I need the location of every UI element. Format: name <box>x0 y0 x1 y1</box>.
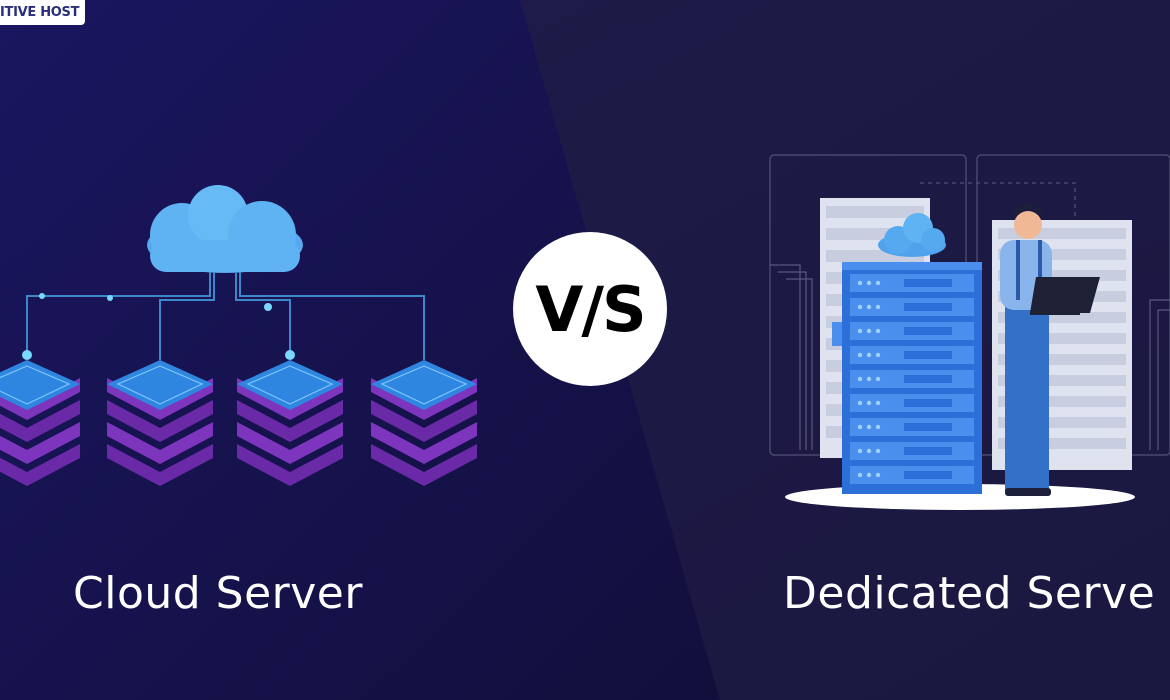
technician-figure <box>1000 204 1100 496</box>
server-stack-icon <box>107 360 213 486</box>
brand-logo[interactable]: ITIVE HOST <box>0 0 86 25</box>
server-stack-icon <box>237 360 343 486</box>
network-nodes <box>22 293 295 360</box>
server-rack-icon <box>769 154 1170 510</box>
server-stack-icon <box>0 360 80 486</box>
vs-badge: V/S <box>513 232 667 386</box>
cloud-icon <box>147 185 303 273</box>
side-lines <box>770 264 1170 450</box>
cloud-network-icon <box>0 185 477 486</box>
small-cloud-icon <box>878 213 946 257</box>
dedicated-server-caption: Dedicated Serve <box>783 568 1156 619</box>
network-lines <box>26 272 425 360</box>
brand-text: ITIVE HOST <box>0 5 80 20</box>
cloud-server-caption: Cloud Server <box>73 568 363 619</box>
server-stack-icon <box>371 360 477 486</box>
vs-text: V/S <box>535 272 646 346</box>
